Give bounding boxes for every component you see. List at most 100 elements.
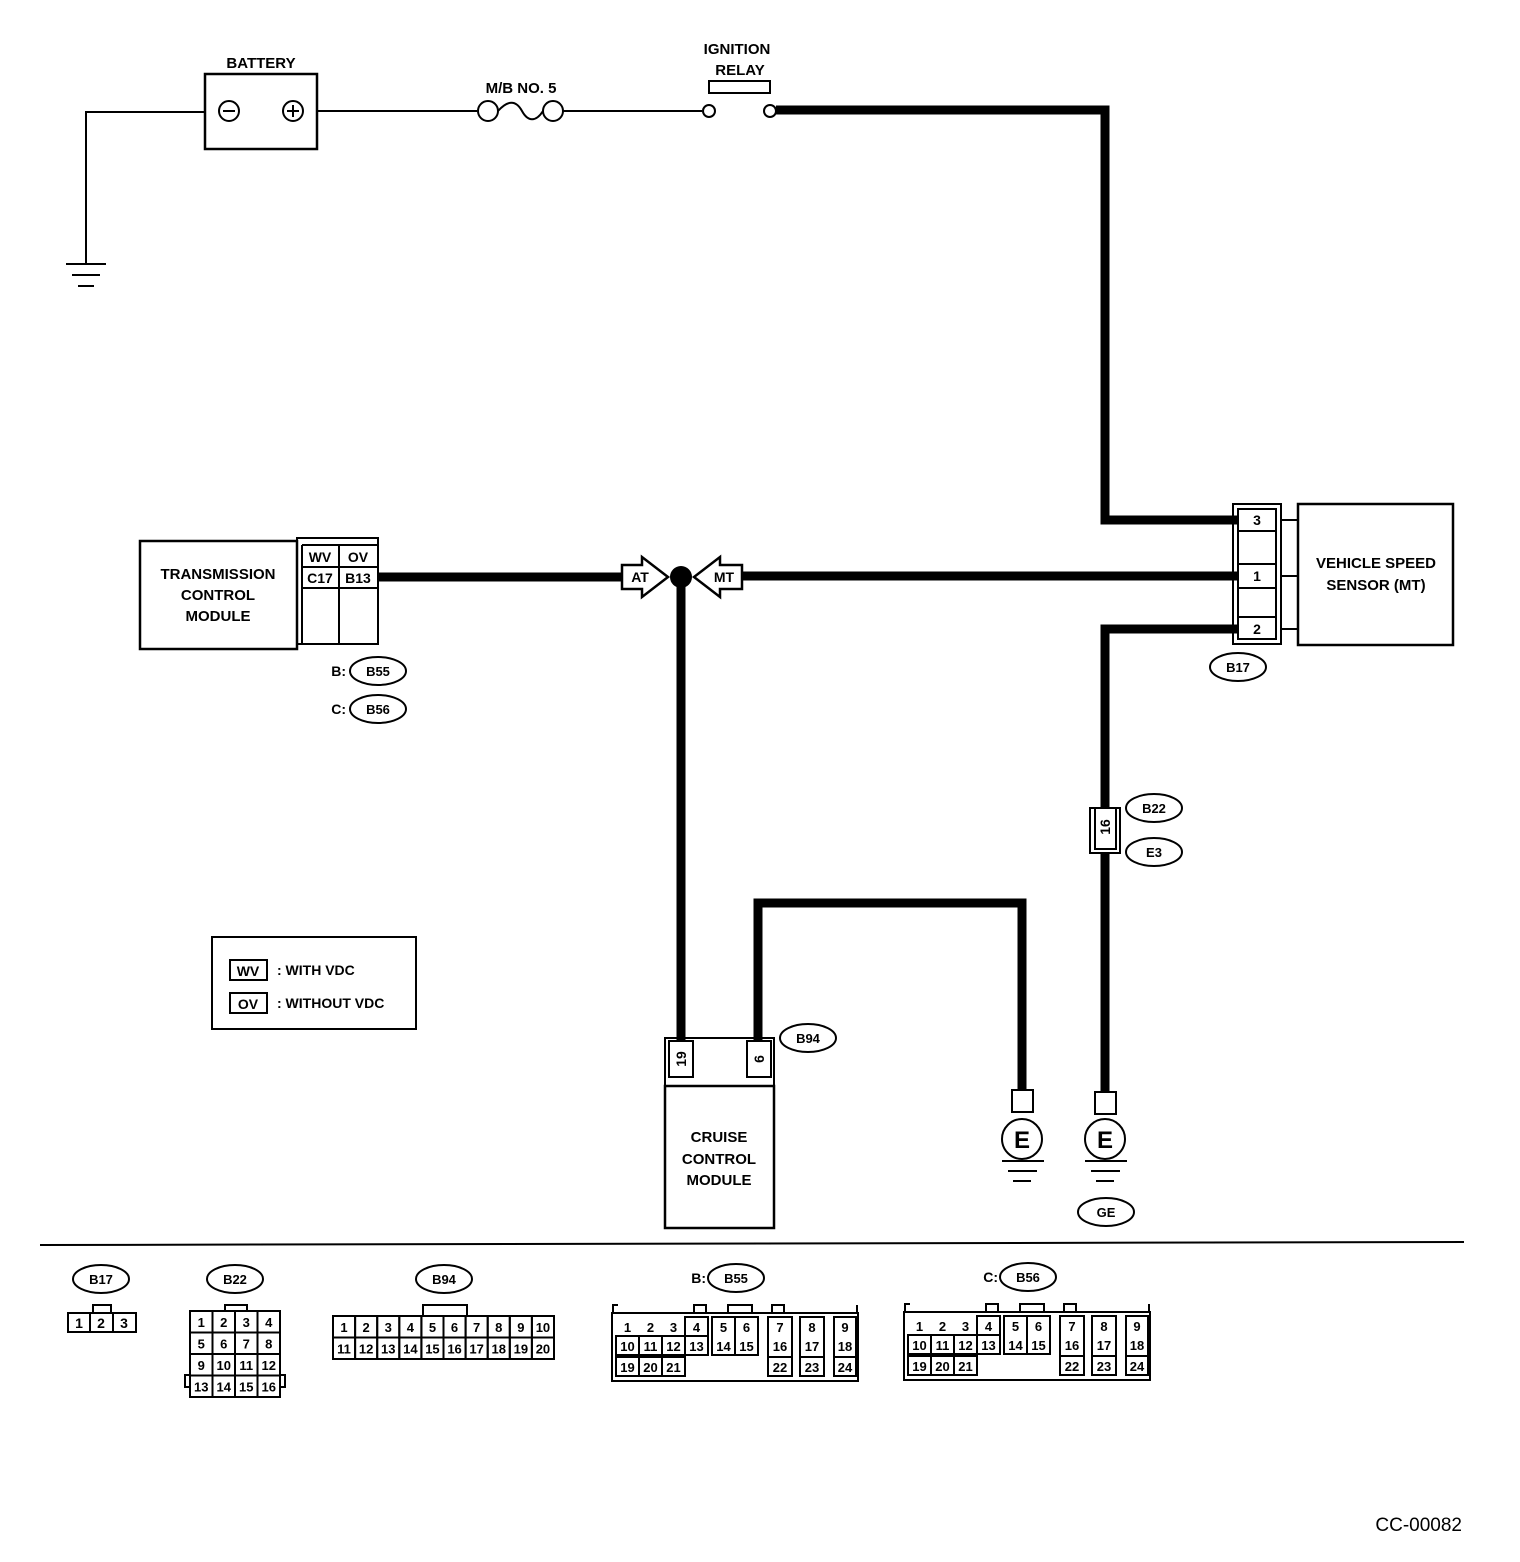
connector-pin-number: 9	[517, 1320, 524, 1335]
connector-pin-number: 4	[265, 1315, 273, 1330]
vss-pin-3: 3	[1253, 512, 1261, 528]
legend-ov-text: : WITHOUT VDC	[277, 995, 384, 1011]
connector-pin-number: 14	[1008, 1338, 1023, 1353]
connector-pin-number: 2	[220, 1315, 227, 1330]
connector-pin-number: 19	[620, 1360, 634, 1375]
connector-pin-number: 17	[805, 1339, 819, 1354]
vss-connector: B17	[1226, 660, 1250, 675]
connector-pin-number: 16	[262, 1380, 276, 1395]
vss-label-2: SENSOR (MT)	[1326, 577, 1425, 594]
connector-pin-number: 8	[1100, 1319, 1107, 1334]
connector-pin-number: 1	[340, 1320, 347, 1335]
ignition-relay-label-2: RELAY	[715, 62, 764, 79]
connector-pin-number: 2	[647, 1320, 654, 1335]
connector-pin-number: 18	[838, 1339, 852, 1354]
connector-pin-number: 11	[239, 1358, 253, 1373]
connector-pin-number: 13	[981, 1338, 995, 1353]
transmission-control-module: TRANSMISSION CONTROL MODULE WV OV C17 B1…	[138, 537, 407, 724]
ground-e-right: E GE	[1077, 1091, 1135, 1227]
ground-e-left-label: E	[1014, 1127, 1030, 1154]
connector-pin-number: 3	[670, 1320, 677, 1335]
connector-pin-number: 17	[1097, 1338, 1111, 1353]
connector-pin-number: 12	[262, 1358, 276, 1373]
connector-pin-number: 24	[838, 1360, 853, 1375]
tcm-pin-b13: B13	[345, 570, 371, 586]
tcm-label-2: CONTROL	[181, 587, 255, 604]
connector-pin-number: 1	[198, 1315, 205, 1330]
connector-pin-number: 3	[385, 1320, 392, 1335]
connector-pin-number: 6	[451, 1320, 458, 1335]
vehicle-speed-sensor: 3 1 2 VEHICLE SPEED SENSOR (MT) B17	[1209, 502, 1455, 682]
connector-pin-number: 5	[1012, 1319, 1019, 1334]
connector-pin-number: 5	[429, 1320, 436, 1335]
connector-pin-number: 7	[776, 1320, 783, 1335]
connector-pin-number: 18	[492, 1342, 506, 1357]
legend-wv-text: : WITH VDC	[277, 962, 355, 978]
battery-label: BATTERY	[226, 55, 295, 72]
ignition-relay-icon	[702, 80, 777, 118]
thick-wires	[378, 105, 1238, 1092]
tcm-conn-c-prefix: C:	[331, 701, 346, 717]
connector-pin-number: 19	[912, 1359, 926, 1374]
connector-pin-number: 4	[985, 1319, 993, 1334]
ccm-connector: B94	[796, 1031, 821, 1046]
connector-view-b55-name: B55	[724, 1271, 748, 1286]
connector-pin-number: 18	[1130, 1338, 1144, 1353]
fuse-icon	[477, 100, 564, 122]
tcm-col-wv: WV	[309, 549, 332, 565]
connector-pin-number: 7	[243, 1337, 250, 1352]
connector-pin-number: 14	[217, 1380, 232, 1395]
connector-pin-number: 10	[912, 1338, 926, 1353]
connector-pin-number: 16	[447, 1342, 461, 1357]
legend-wv: WV	[237, 963, 260, 979]
ground-e-left-icon	[1001, 1118, 1043, 1160]
connector-pin-number: 13	[194, 1380, 208, 1395]
connector-pin-number: 20	[935, 1359, 949, 1374]
fuse-label: M/B NO. 5	[486, 80, 557, 97]
connector-pin-number: 6	[220, 1337, 227, 1352]
divider	[39, 1241, 1465, 1246]
b17-view-pin: 2	[97, 1315, 105, 1331]
chassis-ground-icon	[66, 263, 106, 287]
connector-pin-number: 15	[1031, 1338, 1045, 1353]
connector-pin-number: 2	[939, 1319, 946, 1334]
connector-view-b56-prefix: C:	[983, 1269, 998, 1285]
connector-pin-number: 13	[689, 1339, 703, 1354]
connector-view-b17: B17 1 2 3	[67, 1264, 137, 1333]
tcm-label-3: MODULE	[186, 608, 251, 625]
connector-pin-number: 6	[743, 1320, 750, 1335]
ccm-label-2: CONTROL	[682, 1151, 756, 1168]
tcm-label-1: TRANSMISSION	[160, 566, 275, 583]
connector-pin-number: 17	[469, 1342, 483, 1357]
connector-pin-number: 7	[473, 1320, 480, 1335]
legend-ov: OV	[238, 996, 259, 1012]
connector-pin-number: 21	[666, 1360, 680, 1375]
ground-ge-label: GE	[1097, 1205, 1116, 1220]
junction-at-label: AT	[631, 569, 649, 585]
connector-pin-number: 16	[1065, 1338, 1079, 1353]
connector-view-b55-prefix: B:	[691, 1270, 706, 1286]
inline-connector-pin: 16	[1097, 819, 1113, 835]
ground-e-right-icon	[1084, 1118, 1126, 1160]
connector-pin-number: 20	[536, 1342, 550, 1357]
connector-pin-number: 12	[958, 1338, 972, 1353]
connector-pin-number: 7	[1068, 1319, 1075, 1334]
connector-pin-number: 5	[720, 1320, 727, 1335]
vss-label-1: VEHICLE SPEED	[1316, 555, 1436, 572]
ccm-label-1: CRUISE	[691, 1129, 748, 1146]
inline-connector: 16 B22 E3	[1089, 793, 1183, 867]
connector-pin-number: 11	[644, 1339, 658, 1354]
connector-pin-number: 4	[693, 1320, 701, 1335]
connector-pin-number: 14	[716, 1339, 731, 1354]
tcm-conn-b-prefix: B:	[331, 663, 346, 679]
connector-pin-number: 9	[1133, 1319, 1140, 1334]
tcm-conn-c: B56	[366, 702, 390, 717]
connector-pin-number: 9	[841, 1320, 848, 1335]
connector-pin-number: 20	[643, 1360, 657, 1375]
inline-connector-bottom: E3	[1146, 845, 1162, 860]
connector-pin-number: 12	[359, 1342, 373, 1357]
